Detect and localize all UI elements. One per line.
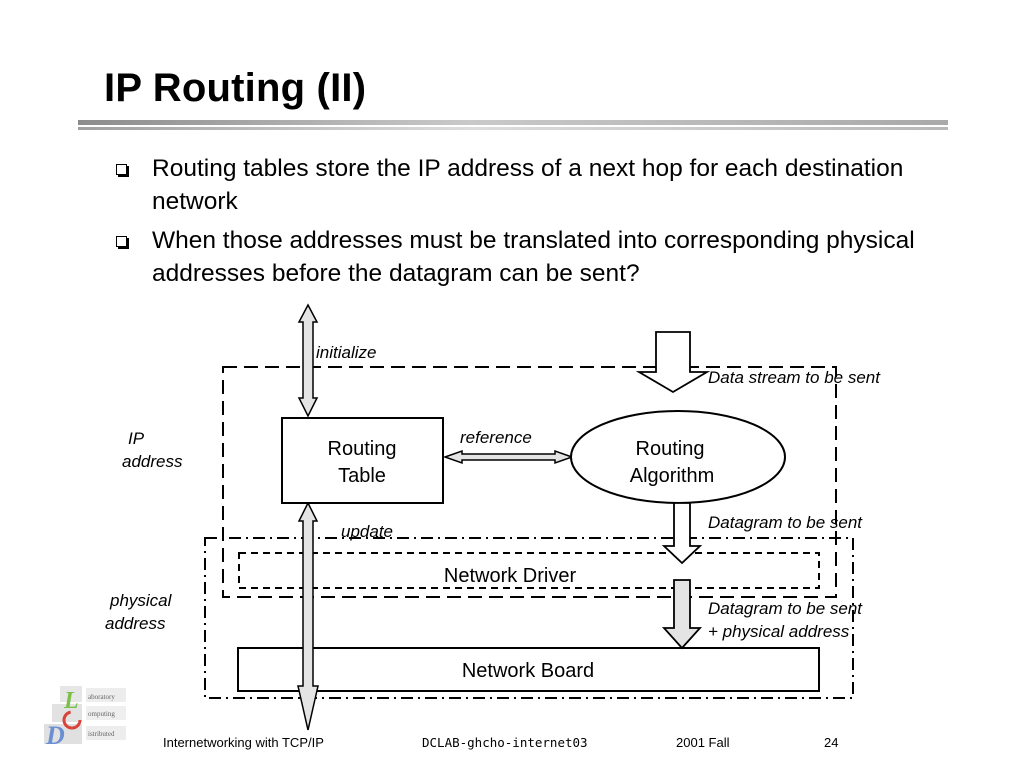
routing-algorithm-label: Algorithm — [630, 465, 714, 487]
dclab-logo: L D aboratory omputing istributed — [44, 686, 126, 748]
logo-block — [86, 688, 126, 702]
routing-algorithm-label: Routing — [636, 438, 705, 460]
logo-word: istributed — [88, 730, 115, 738]
bullet-item: Routing tables store the IP address of a… — [112, 152, 942, 218]
bullet-list: Routing tables store the IP address of a… — [112, 152, 942, 296]
page-number: 24 — [824, 735, 839, 750]
logo-block — [60, 686, 82, 702]
ip-address-label: address — [122, 452, 183, 471]
routing-table-label: Routing — [328, 438, 397, 460]
reference-arrow — [442, 449, 575, 465]
initialize-arrow — [297, 303, 319, 418]
update-label: update — [341, 522, 393, 541]
routing-table-label: Table — [338, 465, 386, 487]
physical-address-label: physical — [109, 591, 173, 610]
data-stream-arrow — [635, 331, 711, 394]
ip-layer-boundary — [222, 366, 837, 598]
slide-title: IP Routing (II) — [104, 66, 367, 110]
bullet-text: Routing tables store the IP address of a… — [152, 155, 904, 215]
title-rule — [78, 120, 948, 125]
logo-letter-d: D — [45, 721, 65, 748]
network-driver-label: Network Driver — [444, 565, 577, 587]
logo-letter-c — [62, 710, 82, 730]
square-bullet-icon — [116, 236, 127, 247]
routing-table-box — [281, 417, 444, 504]
physical-address-label: address — [105, 614, 166, 633]
square-bullet-icon — [116, 164, 127, 175]
update-arrow — [297, 501, 319, 731]
network-board-box — [237, 647, 820, 692]
datagram-physical-label: + physical address — [708, 622, 850, 641]
ip-address-label: IP — [128, 429, 145, 448]
reference-label: reference — [460, 428, 532, 447]
logo-word: omputing — [88, 710, 115, 718]
bullet-item: When those addresses must be translated … — [112, 224, 942, 290]
title-rule-thin — [78, 127, 948, 130]
initialize-label: initialize — [316, 343, 376, 362]
footer-file: DCLAB-ghcho-internet03 — [422, 735, 588, 750]
logo-block — [86, 726, 126, 740]
datagram-arrow — [661, 502, 703, 565]
datagram-physical-label: Datagram to be sent — [708, 599, 863, 618]
footer-course: Internetworking with TCP/IP — [163, 735, 324, 750]
network-driver-box — [238, 552, 820, 589]
footer-term: 2001 Fall — [676, 735, 730, 750]
logo-word: aboratory — [88, 693, 115, 701]
datagram-physical-arrow — [661, 579, 703, 650]
data-stream-label: Data stream to be sent — [708, 368, 881, 387]
physical-layer-boundary — [204, 537, 854, 699]
network-board-label: Network Board — [462, 660, 594, 682]
logo-block — [86, 706, 126, 720]
datagram-label: Datagram to be sent — [708, 513, 863, 532]
logo-letter-l: L — [63, 688, 79, 714]
bullet-text: When those addresses must be translated … — [152, 227, 915, 287]
